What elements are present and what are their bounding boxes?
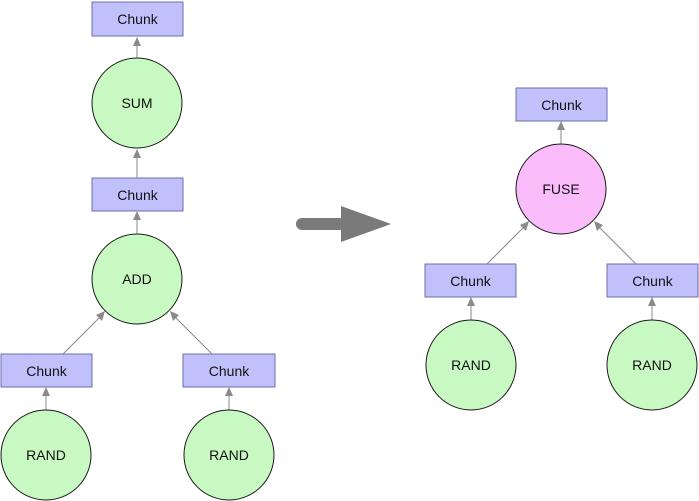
add-label: ADD bbox=[122, 271, 152, 287]
arrow-head bbox=[467, 297, 475, 306]
arrow-head bbox=[225, 387, 233, 396]
before-left-chunk: Chunk bbox=[0, 353, 93, 388]
arrow-head bbox=[170, 311, 179, 321]
after-left-rand-node: RAND bbox=[425, 319, 517, 411]
fuse-label: FUSE bbox=[542, 181, 579, 197]
after-left-chunk: Chunk bbox=[424, 263, 517, 298]
arrow-head bbox=[42, 387, 50, 396]
arrow-head bbox=[133, 211, 141, 220]
arrow-head bbox=[594, 221, 603, 231]
before-edges bbox=[42, 37, 233, 411]
chunk-label: Chunk bbox=[632, 273, 673, 289]
before-right-rand-node: RAND bbox=[183, 409, 275, 501]
chunk-label: Chunk bbox=[209, 363, 250, 379]
before-mid-chunk: Chunk bbox=[91, 177, 184, 212]
rand-label: RAND bbox=[209, 447, 249, 463]
sum-label: SUM bbox=[121, 95, 152, 111]
chunk-label: Chunk bbox=[117, 187, 158, 203]
chunk-label: Chunk bbox=[117, 11, 158, 27]
edge-right-chunk-to-add bbox=[175, 317, 213, 355]
before-graph: Chunk SUM Chunk ADD Chunk Chunk bbox=[0, 1, 276, 501]
arrow-head bbox=[648, 297, 656, 306]
rand-label: RAND bbox=[26, 447, 66, 463]
edge-left-chunk-to-fuse bbox=[486, 227, 524, 265]
rand-label: RAND bbox=[632, 357, 672, 373]
before-right-chunk: Chunk bbox=[182, 353, 276, 388]
arrow-head bbox=[96, 311, 105, 321]
chunk-label: Chunk bbox=[450, 273, 491, 289]
after-edges bbox=[467, 121, 656, 321]
after-fuse-node: FUSE bbox=[515, 143, 607, 235]
arrow-head bbox=[520, 221, 529, 231]
arrow-head bbox=[557, 121, 565, 130]
edge-left-chunk-to-add bbox=[62, 317, 100, 355]
after-graph: Chunk FUSE Chunk Chunk RAND RAND bbox=[424, 87, 699, 411]
edge-right-chunk-to-fuse bbox=[599, 227, 637, 265]
after-top-chunk: Chunk bbox=[515, 87, 608, 122]
before-left-rand-node: RAND bbox=[0, 409, 92, 501]
before-top-chunk: Chunk bbox=[91, 1, 184, 37]
arrow-head bbox=[133, 149, 141, 158]
before-add-node: ADD bbox=[91, 233, 183, 325]
after-right-rand-node: RAND bbox=[606, 319, 698, 411]
arrow-head bbox=[133, 37, 141, 46]
chunk-label: Chunk bbox=[541, 97, 582, 113]
rand-label: RAND bbox=[451, 357, 491, 373]
right-arrow-icon bbox=[296, 206, 391, 242]
chunk-label: Chunk bbox=[26, 363, 67, 379]
after-right-chunk: Chunk bbox=[606, 263, 699, 298]
before-sum-node: SUM bbox=[91, 57, 183, 149]
